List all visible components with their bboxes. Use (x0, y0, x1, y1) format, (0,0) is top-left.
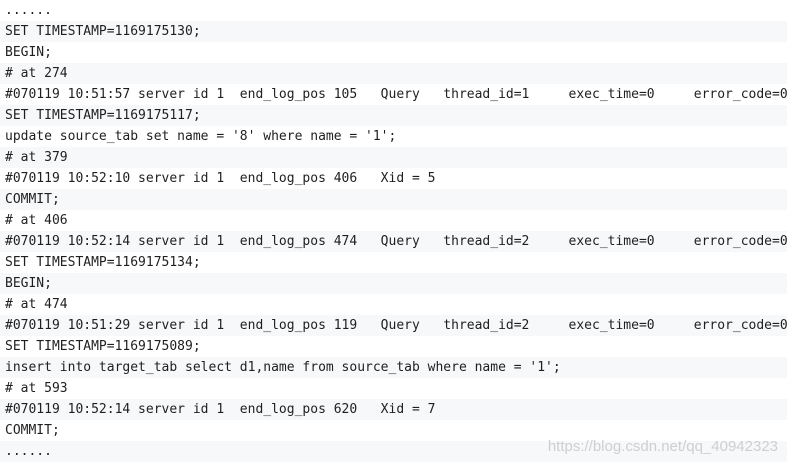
code-line-ellipsis-start: ...... (0, 0, 787, 21)
code-line-at-position: # at 379 (0, 147, 787, 168)
code-line-update-statement: update source_tab set name = '8' where n… (0, 126, 787, 147)
code-line-commit: COMMIT; (0, 420, 787, 441)
code-line-insert-statement: insert into target_tab select d1,name fr… (0, 357, 787, 378)
code-line-set-timestamp: SET TIMESTAMP=1169175130; (0, 21, 787, 42)
code-line-at-position: # at 593 (0, 378, 787, 399)
code-line-event-header: #070119 10:52:14 server id 1 end_log_pos… (0, 399, 787, 420)
code-line-at-position: # at 406 (0, 210, 787, 231)
code-line-event-header: #070119 10:51:57 server id 1 end_log_pos… (0, 84, 787, 105)
watermark: https://blog.csdn.net/qq_40942323 (547, 438, 778, 455)
code-line-begin: BEGIN; (0, 42, 787, 63)
code-line-set-timestamp: SET TIMESTAMP=1169175089; (0, 336, 787, 357)
code-line-event-header: #070119 10:52:14 server id 1 end_log_pos… (0, 231, 787, 252)
code-line-at-position: # at 474 (0, 294, 787, 315)
code-line-set-timestamp: SET TIMESTAMP=1169175117; (0, 105, 787, 126)
code-line-event-header: #070119 10:52:10 server id 1 end_log_pos… (0, 168, 787, 189)
code-line-begin: BEGIN; (0, 273, 787, 294)
code-line-ellipsis-end: ...... (0, 441, 787, 462)
code-line-event-header: #070119 10:51:29 server id 1 end_log_pos… (0, 315, 787, 336)
code-line-commit: COMMIT; (0, 189, 787, 210)
code-line-at-position: # at 274 (0, 63, 787, 84)
code-line-set-timestamp: SET TIMESTAMP=1169175134; (0, 252, 787, 273)
